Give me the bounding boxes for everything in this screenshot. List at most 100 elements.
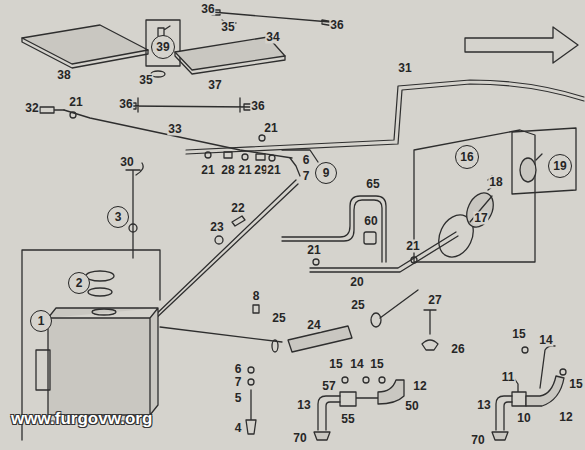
clip [242,154,248,160]
valve [364,232,376,244]
callout-number: 9 [323,166,330,180]
pipe [540,346,555,388]
callout-number: 24 [306,319,321,332]
callout-number: 36 [329,19,344,32]
tank-mount [36,350,50,390]
callout-number: 15 [328,358,343,371]
callout-number: 11 [501,371,516,384]
callout-number: 60 [363,215,378,228]
fuel-cap [520,158,536,182]
drain-plug [246,390,256,434]
breather-pipe [282,200,382,262]
breather-pipe [282,196,386,262]
clip [379,377,385,383]
callout-number: 21 [68,96,83,109]
callout-number: 4 [234,422,243,435]
valve [232,216,245,226]
screw [424,310,436,334]
callout-number: 35 [220,21,235,34]
hose-clamp [272,340,278,352]
rod [64,110,292,158]
clip [363,377,369,383]
callout-number: 57 [321,380,336,393]
callout-circle: 19 [548,154,572,178]
callout-number: 13 [296,399,311,412]
fuel-tank [48,308,158,415]
cap [314,432,330,440]
elbow-pipe [318,396,340,430]
callout-number: 50 [404,400,419,413]
callout-number: 20 [349,276,364,289]
detail-frame [146,20,180,66]
callout-number: 65 [365,178,380,191]
callout-circle: 2 [68,272,90,294]
callout-number: 5 [234,392,243,405]
callout-circle: 16 [455,145,479,169]
callout-circle: 3 [107,206,129,228]
callout-number: 34 [265,31,280,44]
callout-number: 35 [138,74,153,87]
sender-float [129,224,137,232]
callout-number: 14 [349,358,364,371]
cap-strap [536,154,542,160]
callout-number: 37 [207,79,222,92]
hose [526,376,564,406]
cover-panel-edge [22,38,148,68]
callout-number: 28 [220,164,235,177]
callout-number: 13 [476,399,491,412]
callout-number: 39 [156,40,169,54]
sleeve [256,154,265,160]
clip [422,340,438,350]
sleeve [224,152,232,158]
callout-number: 25 [271,312,286,325]
callout-number: 19 [553,159,566,173]
callout-number: 25 [350,299,365,312]
fuel-pipe [186,80,584,150]
callout-number: 12 [412,380,427,393]
hose-clamp [371,313,381,327]
callout-number: 1 [38,314,45,328]
callout-number: 7 [234,376,243,389]
end-fitting [40,107,64,113]
washer [248,367,254,373]
callout-number: 12 [558,411,573,424]
callout-number: 16 [460,150,473,164]
callout-number: 36 [118,98,133,111]
callout-number: 6 [234,363,243,376]
vent-line [152,184,298,322]
direction-arrow [465,27,578,63]
elbow-pipe [496,396,512,430]
watermark: www.furgovw.org [10,412,153,425]
fill-pipe [380,290,418,318]
vent-line [148,180,296,322]
clip [560,369,566,375]
callout-number: 3 [115,210,122,224]
clip [259,135,265,141]
callout-number: 23 [209,221,224,234]
clip [522,347,528,353]
cover-panel-edge [175,52,285,74]
callout-number: 21 [237,164,252,177]
callout-number: 27 [427,294,442,307]
fill-pipe [310,232,458,272]
callout-number: 8 [252,290,261,303]
callout-number: 26 [450,343,465,356]
tank-opening [92,309,116,315]
detail-frame [414,130,535,262]
callout-number: 10 [516,412,531,425]
callout-number: 15 [369,358,384,371]
detail-frame [512,128,576,194]
callout-circle: 9 [315,162,337,184]
callout-number: 36 [200,3,215,16]
callout-number: 31 [397,62,412,75]
fitting [340,392,378,406]
clip [269,155,275,161]
washer [248,379,254,385]
callout-number: 17 [473,212,488,225]
callout-number: 22 [230,202,245,215]
cover-panel [22,25,148,64]
fuel-pipe [186,84,584,154]
callout-number: 18 [488,176,503,189]
callout-number: 21 [200,164,215,177]
